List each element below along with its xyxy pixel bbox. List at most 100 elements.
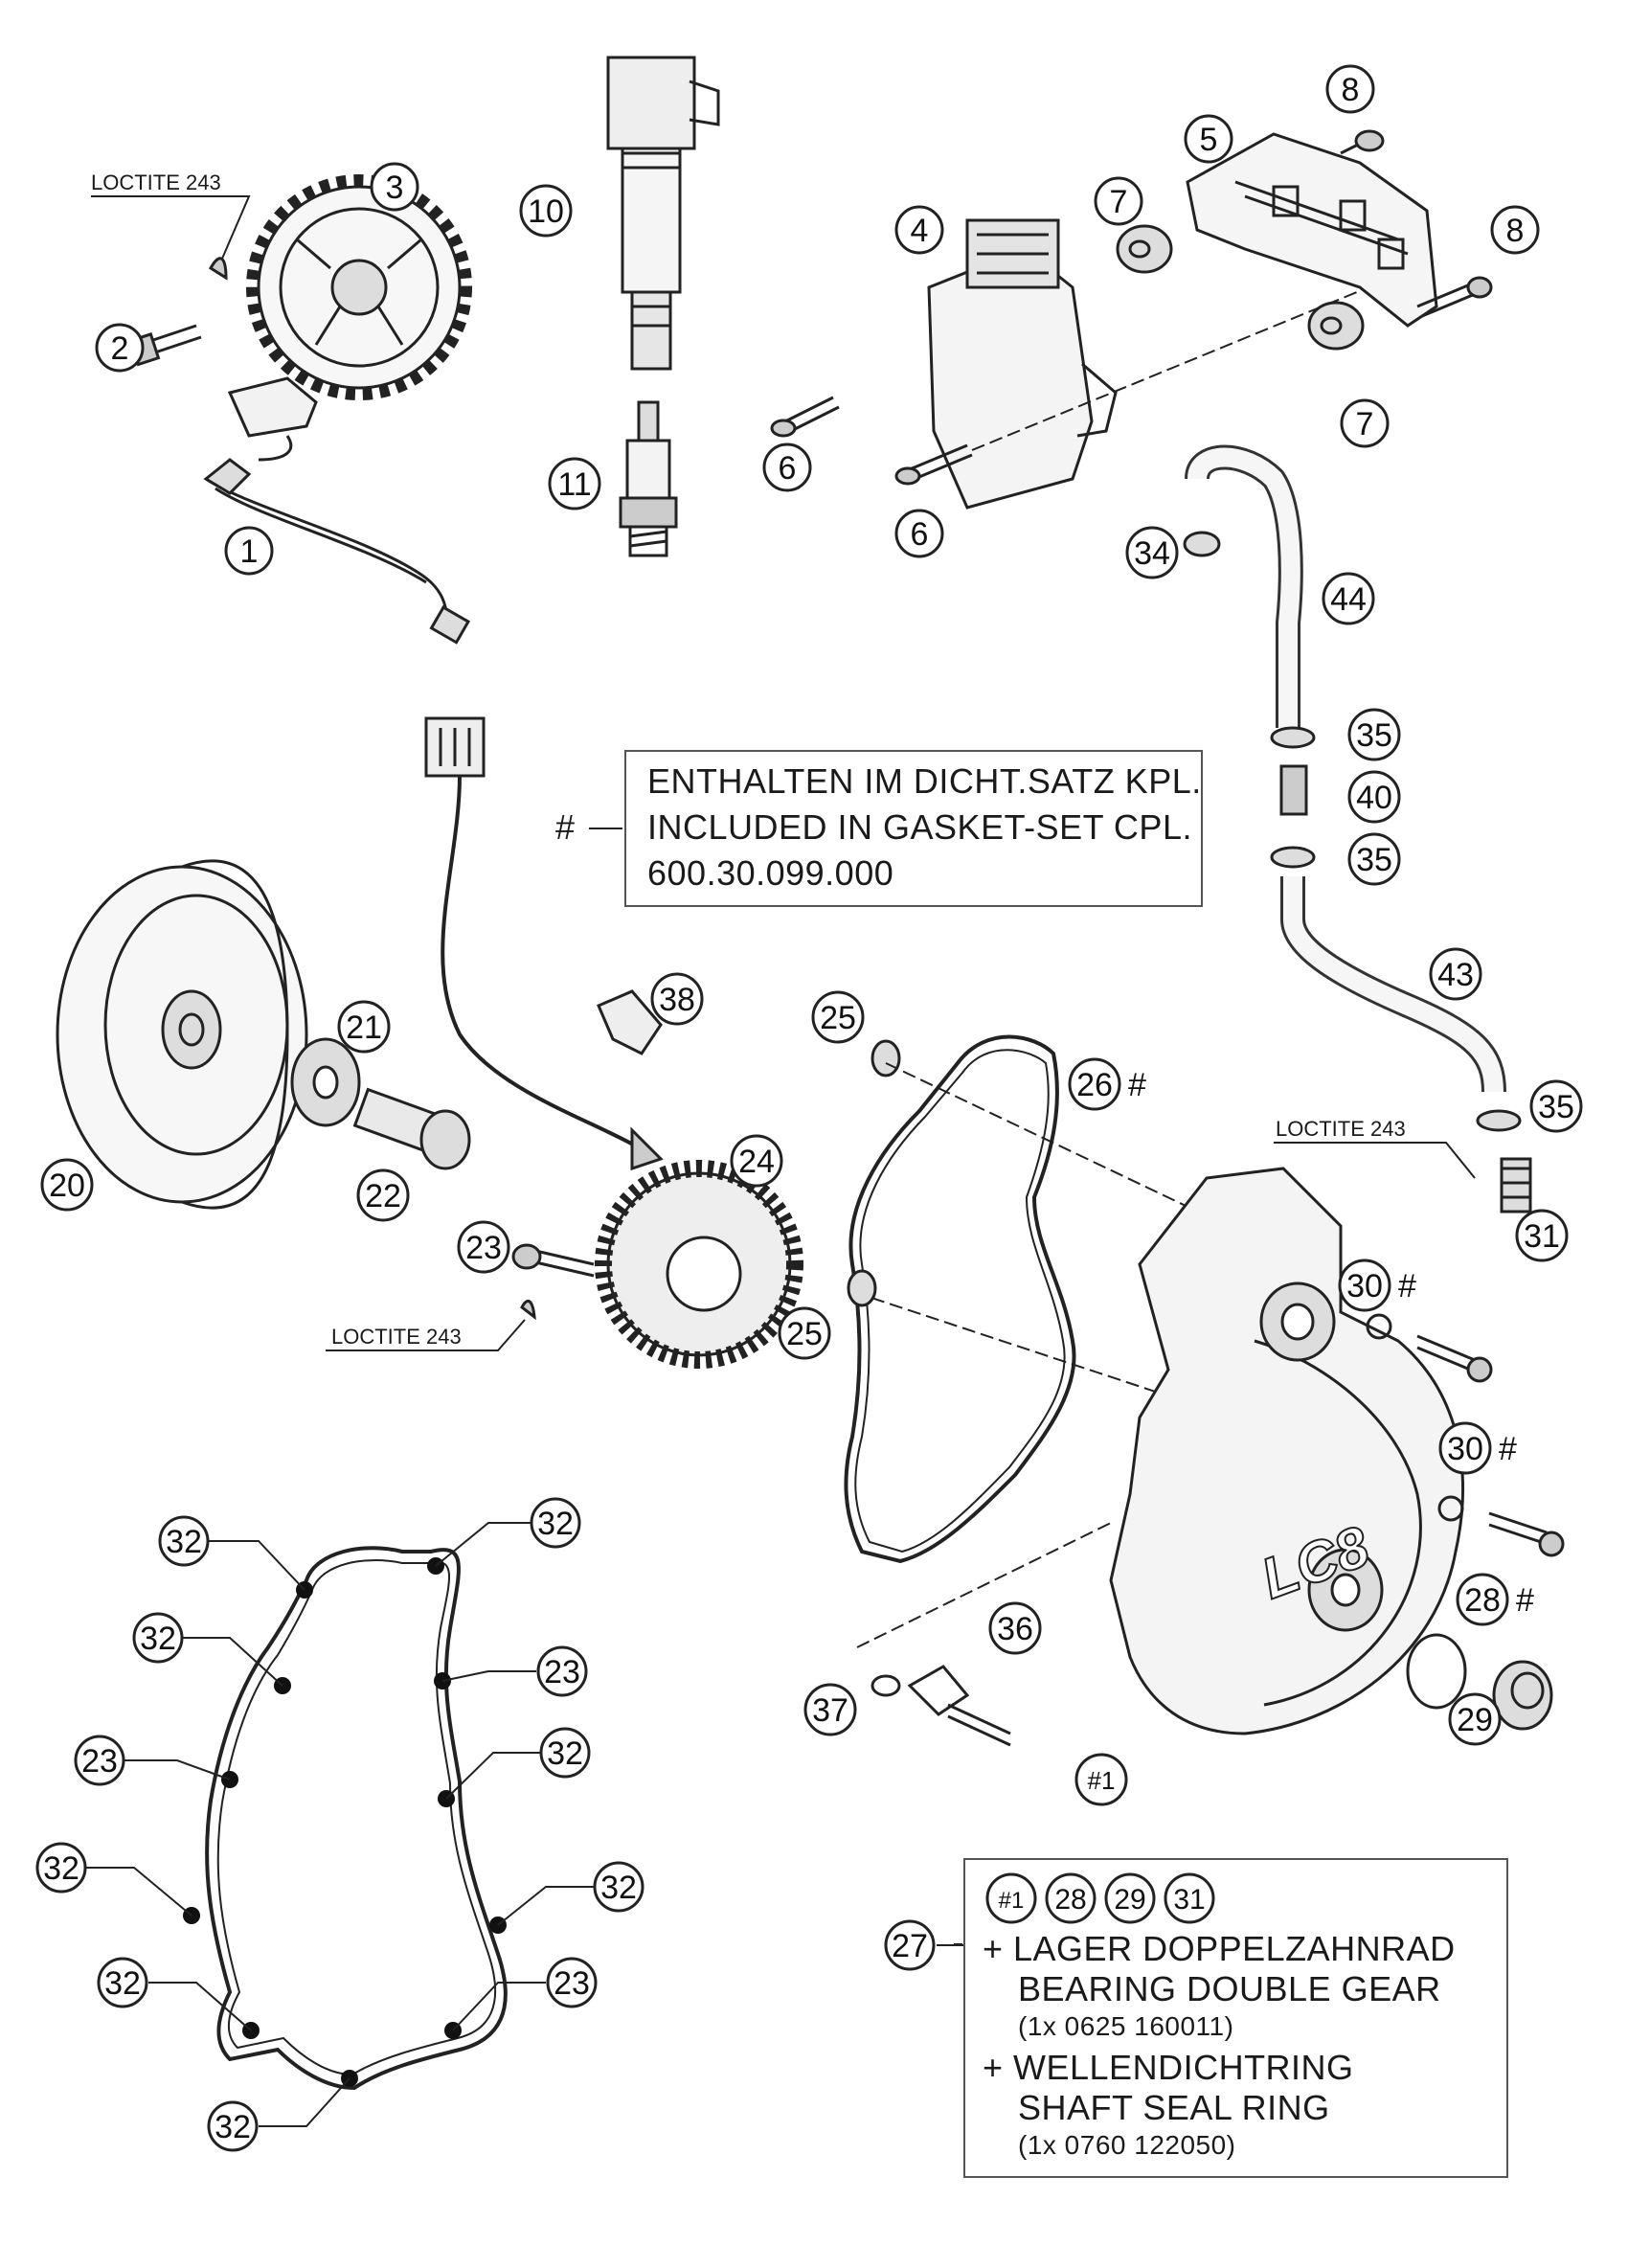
callout-31: 31 [1515, 1209, 1569, 1262]
kit-leader [937, 1944, 963, 1946]
spark-plug-part [619, 400, 678, 557]
svg-text:3: 3 [386, 170, 404, 206]
hash-30a: # [1398, 1268, 1416, 1304]
callout-43: 43 [1429, 947, 1482, 1001]
gasket-callout-7: 32 [35, 1842, 87, 1894]
callout-35c: 35 [1529, 1079, 1583, 1133]
svg-text:8: 8 [1342, 72, 1360, 108]
gasket-callout-6: 32 [539, 1727, 591, 1779]
svg-text:32: 32 [537, 1506, 574, 1542]
kit-contents-circles: #1 28 29 31 [985, 1872, 1215, 1924]
loctite-label-stator: LOCTITE 243 [331, 1325, 462, 1349]
kit-item2-de: + WELLENDICHTRING [983, 2048, 1354, 2087]
svg-text:32: 32 [547, 1735, 583, 1772]
ignition-cover-part: LC8 [1109, 1167, 1464, 1735]
gasket-callout-2: 32 [530, 1497, 581, 1549]
svg-text:29: 29 [1457, 1702, 1493, 1738]
callout-34: 34 [1125, 526, 1179, 579]
kit-item1-en: BEARING DOUBLE GEAR [1018, 1969, 1441, 2008]
callout-24: 24 [730, 1134, 783, 1188]
callout-21: 21 [337, 1000, 391, 1054]
bracket-part [1186, 132, 1438, 328]
kit-item-hash1: #1 [999, 1888, 1025, 1914]
svg-text:23: 23 [81, 1743, 118, 1780]
svg-text:26: 26 [1076, 1067, 1113, 1103]
callout-37: 37 [803, 1683, 857, 1736]
callout-25b: 25 [778, 1306, 831, 1360]
hash-26: # [1128, 1067, 1146, 1103]
loctite-label-31: LOCTITE 243 [1276, 1117, 1406, 1141]
callout-30b: 30 [1438, 1421, 1492, 1475]
callout-40: 40 [1347, 770, 1401, 824]
svg-text:23: 23 [544, 1654, 580, 1690]
callout-8b: 8 [1490, 205, 1540, 255]
svg-text:6: 6 [911, 516, 929, 553]
callout-25a: 25 [811, 990, 865, 1044]
gasket-set-note: ENTHALTEN IM DICHT.SATZ KPL. INCLUDED IN… [624, 750, 1203, 907]
svg-text:20: 20 [49, 1168, 85, 1204]
svg-text:32: 32 [43, 1850, 79, 1887]
gasket-note-marker: # [555, 807, 576, 847]
gasket-note-line2: INCLUDED IN GASKET-SET CPL. [647, 807, 1192, 847]
callout-2: 2 [95, 323, 145, 373]
svg-text:27: 27 [892, 1928, 928, 1964]
svg-text:24: 24 [738, 1144, 775, 1180]
svg-text:7: 7 [1110, 184, 1128, 220]
svg-text:30: 30 [1447, 1431, 1483, 1467]
svg-text:23: 23 [465, 1230, 502, 1266]
svg-text:25: 25 [820, 1000, 856, 1036]
callout-6a: 6 [762, 442, 812, 492]
kit-item-29: 29 [1114, 1884, 1145, 1916]
gasket-callout-8: 32 [593, 1861, 644, 1913]
loctite-label-top: LOCTITE 243 [91, 170, 221, 194]
callout-22: 22 [356, 1168, 410, 1222]
callout-7a: 7 [1094, 176, 1143, 226]
callout-1: 1 [224, 526, 274, 576]
hash-28: # [1516, 1582, 1534, 1619]
svg-text:1: 1 [240, 533, 259, 570]
svg-text:35: 35 [1356, 717, 1392, 754]
svg-text:#1: #1 [1088, 1766, 1116, 1795]
kit-item1-de: + LAGER DOPPELZAHNRAD [983, 1929, 1456, 1968]
gasket-callout-11: 32 [207, 2100, 259, 2152]
gasket-callout-9: 32 [97, 1957, 148, 2008]
cover-gasket-26 [844, 1034, 1076, 1564]
svg-text:23: 23 [554, 1965, 590, 2002]
kit-contents-box: #1 28 29 31 + LAGER DOPPELZAHNRAD BEARIN… [963, 1858, 1508, 2178]
callout-35b: 35 [1347, 832, 1401, 886]
svg-text:32: 32 [104, 1965, 141, 2002]
svg-text:7: 7 [1356, 406, 1374, 442]
gasket-callout-10: 23 [546, 1957, 598, 2008]
svg-text:44: 44 [1330, 581, 1367, 618]
flywheel-part [56, 859, 308, 1210]
svg-text:40: 40 [1356, 780, 1392, 816]
kit-ref-callout: 27 [884, 1919, 936, 1971]
callout-28: 28 [1456, 1573, 1509, 1626]
svg-text:5: 5 [1200, 122, 1218, 158]
kit-item2-pn: (1x 0760 122050) [1018, 2130, 1236, 2160]
svg-text:37: 37 [812, 1692, 848, 1729]
svg-text:6: 6 [779, 450, 797, 487]
svg-text:34: 34 [1134, 535, 1170, 572]
callout-11: 11 [548, 457, 601, 510]
ecu-part [927, 218, 1118, 510]
svg-text:22: 22 [365, 1178, 401, 1214]
callout-44: 44 [1322, 572, 1375, 625]
svg-text:38: 38 [659, 982, 695, 1018]
kit-item-28: 28 [1054, 1884, 1086, 1916]
gasket-note-line1: ENTHALTEN IM DICHT.SATZ KPL. [647, 761, 1202, 801]
callout-20: 20 [40, 1158, 94, 1212]
callout-8a: 8 [1325, 64, 1375, 114]
gasket-callout-4: 23 [536, 1645, 588, 1697]
callout-10: 10 [519, 184, 573, 238]
svg-text:2: 2 [111, 330, 129, 367]
svg-text:21: 21 [346, 1009, 382, 1046]
trigger-wheel-part [246, 174, 472, 400]
svg-text:10: 10 [528, 193, 564, 230]
callout-23: 23 [457, 1220, 510, 1274]
svg-text:35: 35 [1538, 1089, 1574, 1125]
svg-text:31: 31 [1524, 1218, 1560, 1255]
kit-item1-pn: (1x 0625 160011) [1018, 2011, 1234, 2041]
callout-35a: 35 [1347, 708, 1401, 761]
callout-5: 5 [1184, 114, 1233, 164]
